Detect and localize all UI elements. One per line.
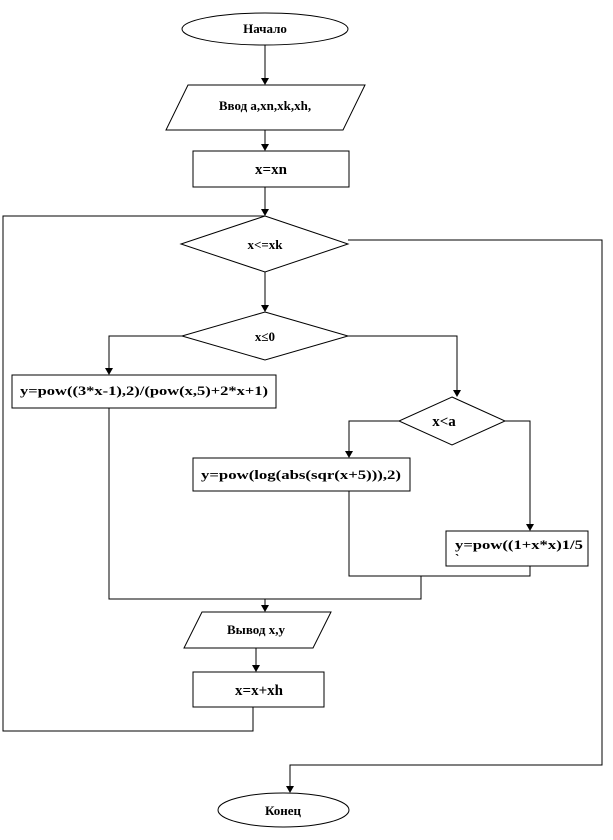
init-label: x=xn: [255, 162, 288, 178]
arrowhead: [261, 78, 269, 85]
arrowhead: [526, 524, 534, 531]
end-terminator: [217, 792, 350, 828]
branch-left-block: [11, 374, 277, 409]
arrowhead: [252, 665, 260, 672]
connector-cond1-left: [108, 335, 182, 369]
arrowhead: [453, 390, 461, 397]
branch-left-label: y=pow((3*x-1),2)/(pow(x,5)+2*x+1): [20, 383, 268, 398]
output-label: Вывод x,y: [227, 622, 285, 637]
output-block: [183, 611, 332, 649]
init-block: [192, 150, 350, 188]
start-label: Начало: [243, 21, 287, 36]
branch-right-block: [445, 530, 589, 567]
arrowhead: [261, 209, 269, 216]
arrowhead: [261, 605, 269, 612]
branch-middle-block: [192, 457, 411, 492]
arrowhead: [345, 451, 353, 458]
merge-outer-line: [108, 408, 422, 600]
branch-right-label: y=pow((1+x*x)1/5: [455, 537, 584, 552]
input-block: [165, 84, 366, 131]
connector-cond2-left: [348, 420, 399, 452]
loop-exit-line: [289, 239, 603, 787]
arrowhead: [261, 305, 269, 312]
end-label: Конец: [265, 803, 302, 818]
arrowhead: [105, 368, 113, 375]
connector-cond1-right: [348, 335, 458, 391]
loop-condition-label: x<=xk: [247, 237, 283, 252]
connector-cond2-right: [505, 420, 531, 525]
loop-back-line: [2, 215, 265, 732]
arrowhead: [286, 786, 294, 793]
increment-label: x=x+xh: [235, 683, 284, 699]
condition1-label: x≤0: [255, 329, 275, 344]
input-label: Ввод a,xn,xk,xh,: [219, 98, 311, 113]
condition1-decision: [180, 311, 350, 361]
arrowhead: [261, 144, 269, 151]
branch-middle-label: y=pow(log(abs(sqr(x+5))),2): [201, 467, 401, 482]
increment-block: [192, 671, 325, 708]
branch-right-mark: `: [455, 551, 459, 566]
condition2-decision: [397, 396, 507, 446]
condition2-label: x<a: [432, 414, 456, 430]
merge-inner-line: [348, 491, 531, 577]
